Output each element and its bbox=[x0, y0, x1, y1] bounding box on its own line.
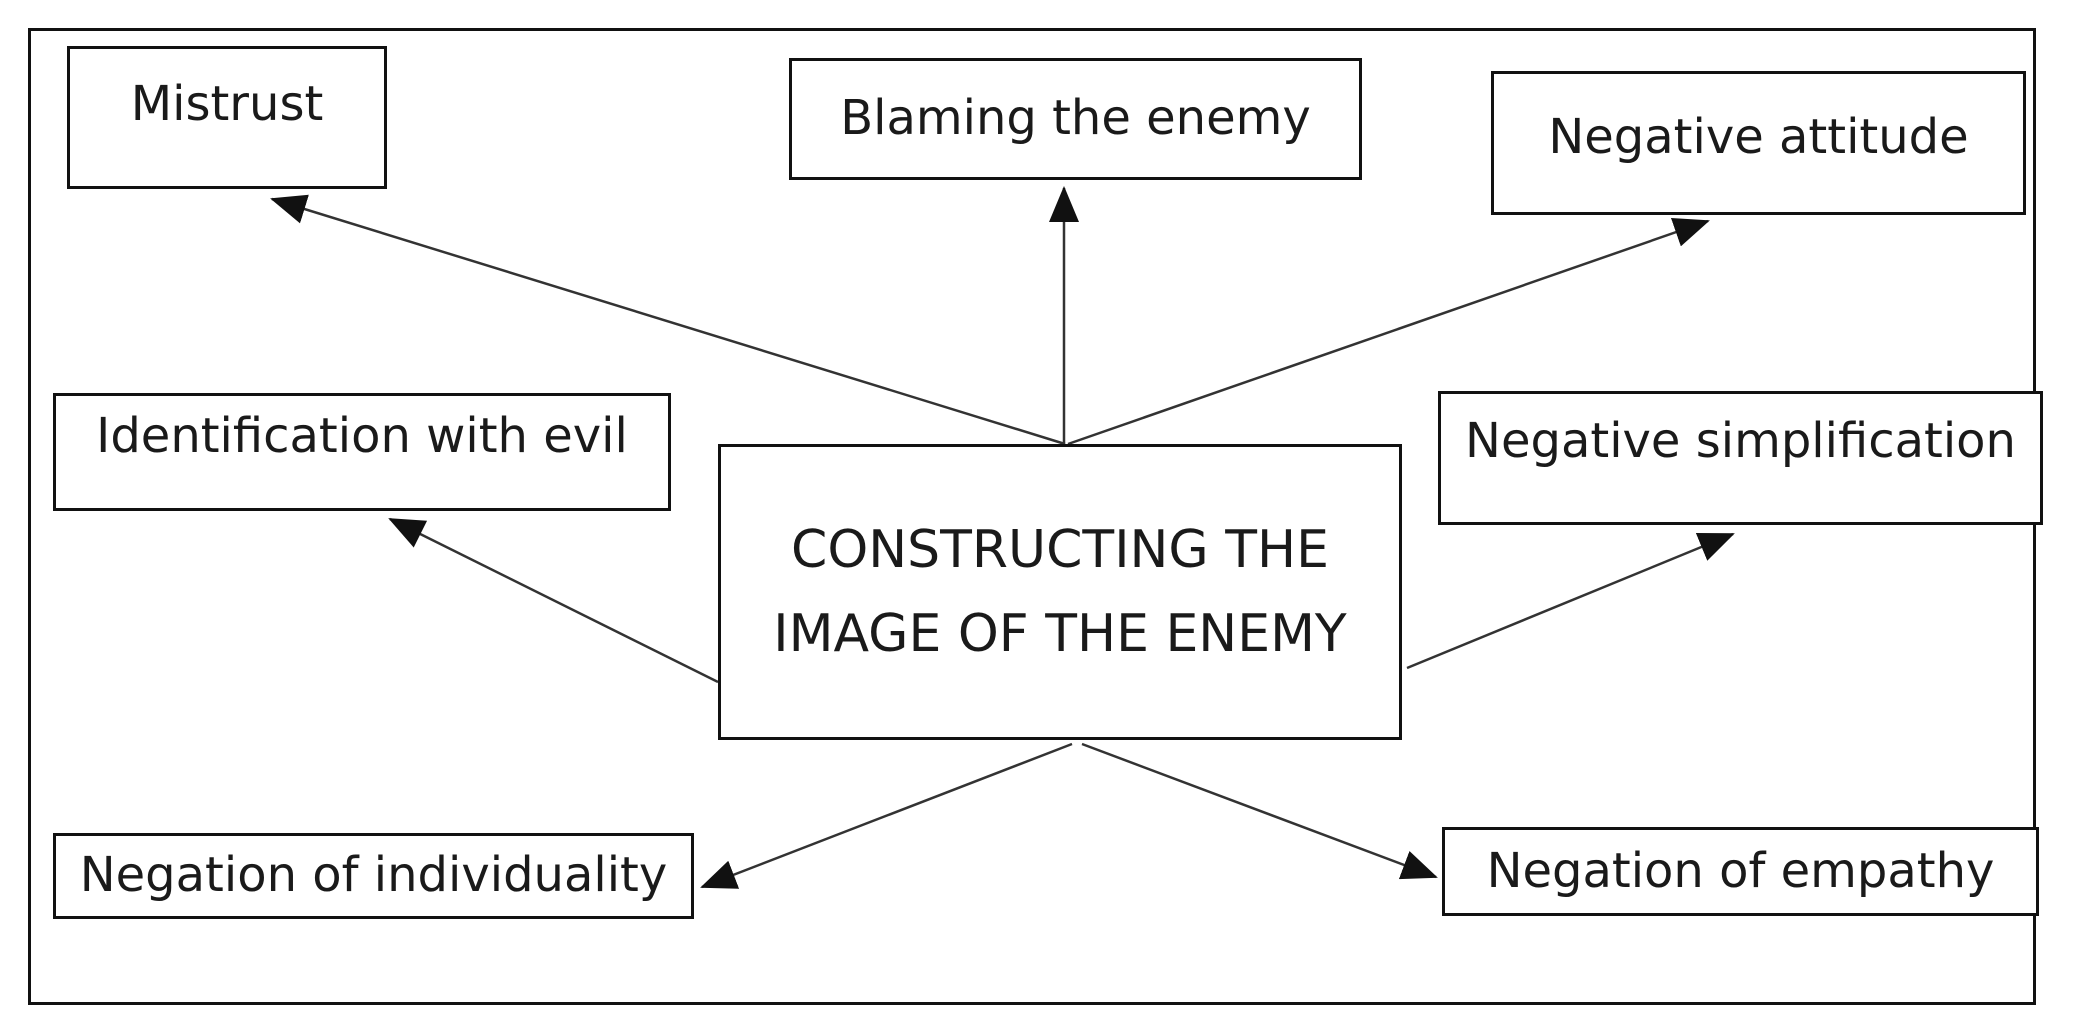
arrow-to-negative-attitude bbox=[1067, 218, 1710, 446]
node-negation-individuality-label: Negation of individuality bbox=[79, 847, 668, 904]
node-negative-attitude-label: Negative attitude bbox=[1548, 109, 1969, 166]
node-identification-label: Identification with evil bbox=[96, 408, 628, 465]
node-negative-attitude: Negative attitude bbox=[1491, 71, 2026, 215]
node-negation-of-empathy: Negation of empathy bbox=[1442, 827, 2039, 916]
node-negative-simplification-label: Negative simplification bbox=[1465, 413, 2016, 470]
center-node-line1: CONSTRUCTING THE bbox=[791, 519, 1329, 580]
node-negation-empathy-label: Negation of empathy bbox=[1486, 842, 1995, 899]
arrow-to-negation-individuality bbox=[700, 742, 1073, 889]
node-blaming-the-enemy: Blaming the enemy bbox=[789, 58, 1362, 180]
node-negative-simplification: Negative simplification bbox=[1438, 391, 2043, 525]
arrow-to-mistrust bbox=[270, 194, 1066, 446]
node-mistrust-label: Mistrust bbox=[130, 75, 324, 132]
arrow-to-negative-simplification bbox=[1406, 532, 1735, 670]
node-negation-of-individuality: Negation of individuality bbox=[53, 833, 694, 919]
node-blaming-label: Blaming the enemy bbox=[840, 90, 1311, 147]
center-node-line2: IMAGE OF THE ENEMY bbox=[773, 604, 1347, 664]
center-node: CONSTRUCTING THE IMAGE OF THE ENEMY bbox=[718, 444, 1402, 740]
node-mistrust: Mistrust bbox=[67, 46, 387, 189]
arrow-to-identification bbox=[388, 517, 719, 684]
arrow-to-negation-empathy bbox=[1081, 742, 1438, 880]
node-identification-with-evil: Identification with evil bbox=[53, 393, 671, 511]
